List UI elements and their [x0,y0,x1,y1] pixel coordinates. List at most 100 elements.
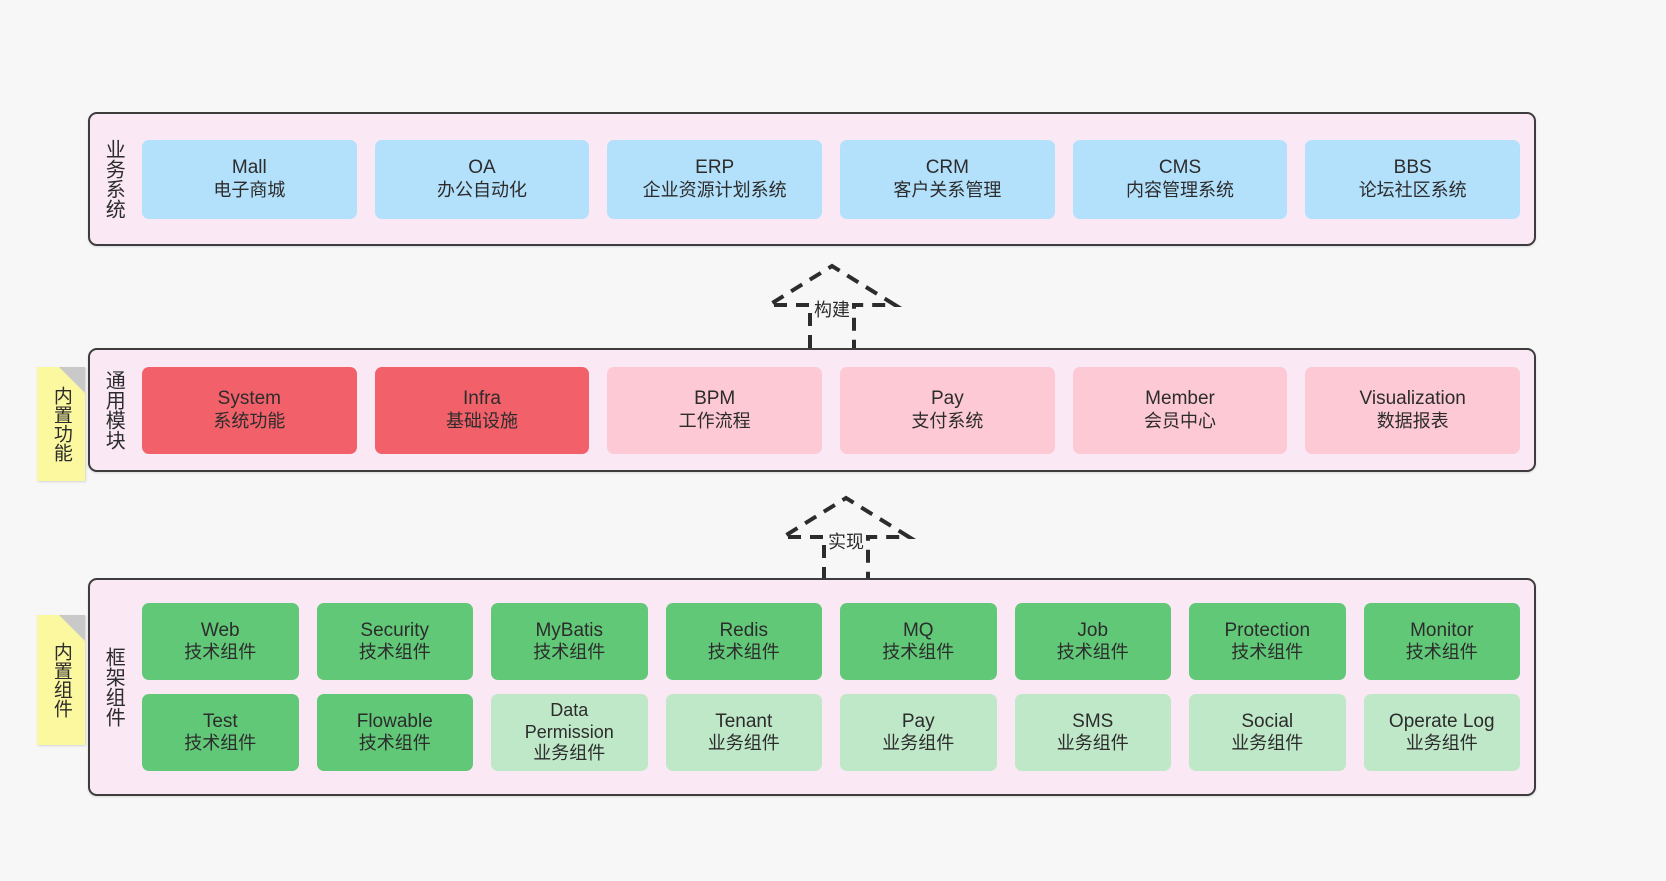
framework-card-test[interactable]: Test 技术组件 [142,694,299,771]
card-title: Protection [1224,619,1311,641]
card-title: Tenant [715,710,773,732]
layer-framework-title: 框架组件 [102,647,125,727]
business-card-bbs[interactable]: BBS 论坛社区系统 [1305,139,1521,219]
note-fold-icon [59,367,85,393]
layer-business-systems: 业务系统 Mall 电子商城 OA 办公自动化 ERP 企业资源计划系统 CRM… [88,112,1536,246]
module-card-bpm[interactable]: BPM 工作流程 [607,366,823,454]
framework-card-flowable[interactable]: Flowable 技术组件 [316,694,473,771]
card-subtitle: 技术组件 [358,642,431,663]
framework-card-social[interactable]: Social 业务组件 [1189,694,1346,771]
layer-framework-components: 框架组件 Web 技术组件 Security 技术组件 MyBatis 技术组件… [88,578,1536,796]
module-card-pay[interactable]: Pay 支付系统 [840,366,1055,454]
framework-card-mybatis[interactable]: MyBatis 技术组件 [491,603,648,680]
card-title: Job [1077,619,1109,641]
card-title: Member [1145,388,1215,410]
connector-build-label: 构建 [814,300,850,320]
business-card-mall[interactable]: Mall 电子商城 [142,139,357,219]
card-subtitle: 客户关系管理 [893,179,1002,200]
card-subtitle: 论坛社区系统 [1358,179,1467,200]
framework-biz-row: Test 技术组件 Flowable 技术组件 Data Permission … [142,694,1520,771]
note-fold-icon [59,615,85,641]
module-card-infra[interactable]: Infra 基础设施 [374,366,590,454]
business-card-cms[interactable]: CMS 内容管理系统 [1072,139,1288,219]
framework-card-protection[interactable]: Protection 技术组件 [1189,603,1346,680]
card-subtitle: 内容管理系统 [1126,179,1235,200]
card-subtitle: 系统功能 [213,410,286,431]
card-title: Flowable [356,710,433,732]
layer-modules-body: System 系统功能 Infra 基础设施 BPM 工作流程 Pay 支付系统… [136,350,1534,470]
card-title: CMS [1158,157,1202,179]
card-title: MQ [902,619,934,641]
card-subtitle: 技术组件 [1231,642,1304,663]
card-subtitle: 数据报表 [1376,410,1449,431]
card-title: Social [1241,710,1294,732]
card-subtitle: 技术组件 [533,642,606,663]
card-subtitle: 技术组件 [882,642,955,663]
framework-card-pay[interactable]: Pay 业务组件 [840,694,997,771]
card-subtitle: 技术组件 [707,642,780,663]
connector-implement-label: 实现 [828,532,864,552]
card-title: Security [360,619,430,641]
business-card-oa[interactable]: OA 办公自动化 [374,139,590,219]
card-title: Redis [719,619,769,641]
modules-row: System 系统功能 Infra 基础设施 BPM 工作流程 Pay 支付系统… [142,366,1521,454]
card-title: Web [200,619,240,641]
layer-modules-title: 通用模块 [102,370,125,450]
layer-framework-body: Web 技术组件 Security 技术组件 MyBatis 技术组件 Redi… [136,580,1534,794]
card-subtitle: 技术组件 [358,733,431,754]
business-row: Mall 电子商城 OA 办公自动化 ERP 企业资源计划系统 CRM 客户关系… [142,139,1521,219]
framework-card-web[interactable]: Web 技术组件 [142,603,299,680]
card-subtitle: 业务组件 [533,743,606,764]
module-card-member[interactable]: Member 会员中心 [1072,366,1288,454]
card-subtitle: 技术组件 [1405,642,1478,663]
framework-card-data-permission[interactable]: Data Permission 业务组件 [491,694,648,771]
card-title: BPM [694,388,736,410]
card-title: Test [202,710,238,732]
framework-card-monitor[interactable]: Monitor 技术组件 [1363,603,1520,680]
card-title: Visualization [1359,388,1466,410]
card-title-line2: Permission [524,721,614,742]
card-subtitle: 电子商城 [213,179,286,200]
card-subtitle: 技术组件 [184,733,257,754]
framework-card-job[interactable]: Job 技术组件 [1014,603,1171,680]
card-subtitle: 技术组件 [184,642,257,663]
framework-card-redis[interactable]: Redis 技术组件 [665,603,822,680]
build-arrow-icon [761,263,903,348]
card-title: MyBatis [535,619,604,641]
framework-card-security[interactable]: Security 技术组件 [316,603,473,680]
module-card-visualization[interactable]: Visualization 数据报表 [1305,366,1521,454]
layer-common-modules: 通用模块 System 系统功能 Infra 基础设施 BPM 工作流程 Pay… [88,348,1536,472]
framework-card-operate-log[interactable]: Operate Log 业务组件 [1363,694,1520,771]
business-card-erp[interactable]: ERP 企业资源计划系统 [607,139,823,219]
framework-card-mq[interactable]: MQ 技术组件 [840,603,997,680]
card-subtitle: 业务组件 [1231,733,1304,754]
framework-card-sms[interactable]: SMS 业务组件 [1014,694,1171,771]
card-title: Infra [462,388,502,410]
card-subtitle: 会员中心 [1144,410,1217,431]
card-subtitle: 支付系统 [911,410,984,431]
connector-build: 构建 [752,258,912,358]
card-title: SMS [1072,710,1114,732]
card-title: CRM [925,157,969,179]
connector-implement: 实现 [766,490,926,590]
module-card-system[interactable]: System 系统功能 [142,366,357,454]
sticky-note-label: 内置组件 [50,642,72,718]
card-subtitle: 技术组件 [1056,642,1129,663]
business-card-crm[interactable]: CRM 客户关系管理 [840,139,1055,219]
layer-business-body: Mall 电子商城 OA 办公自动化 ERP 企业资源计划系统 CRM 客户关系… [136,114,1534,244]
card-subtitle: 业务组件 [882,733,955,754]
card-title: Pay [930,388,964,410]
implement-arrow-icon [775,495,917,580]
card-title: Operate Log [1388,710,1495,732]
card-title: OA [468,157,496,179]
sticky-note-label: 内置功能 [50,386,72,462]
card-subtitle: 企业资源计划系统 [642,179,787,200]
card-subtitle: 业务组件 [1405,733,1478,754]
card-subtitle: 基础设施 [446,410,518,431]
layer-business-title: 业务系统 [102,139,125,219]
card-subtitle: 业务组件 [707,733,780,754]
card-title: BBS [1393,157,1432,179]
sticky-note-builtin-components: 内置组件 [37,615,85,745]
framework-card-tenant[interactable]: Tenant 业务组件 [665,694,822,771]
